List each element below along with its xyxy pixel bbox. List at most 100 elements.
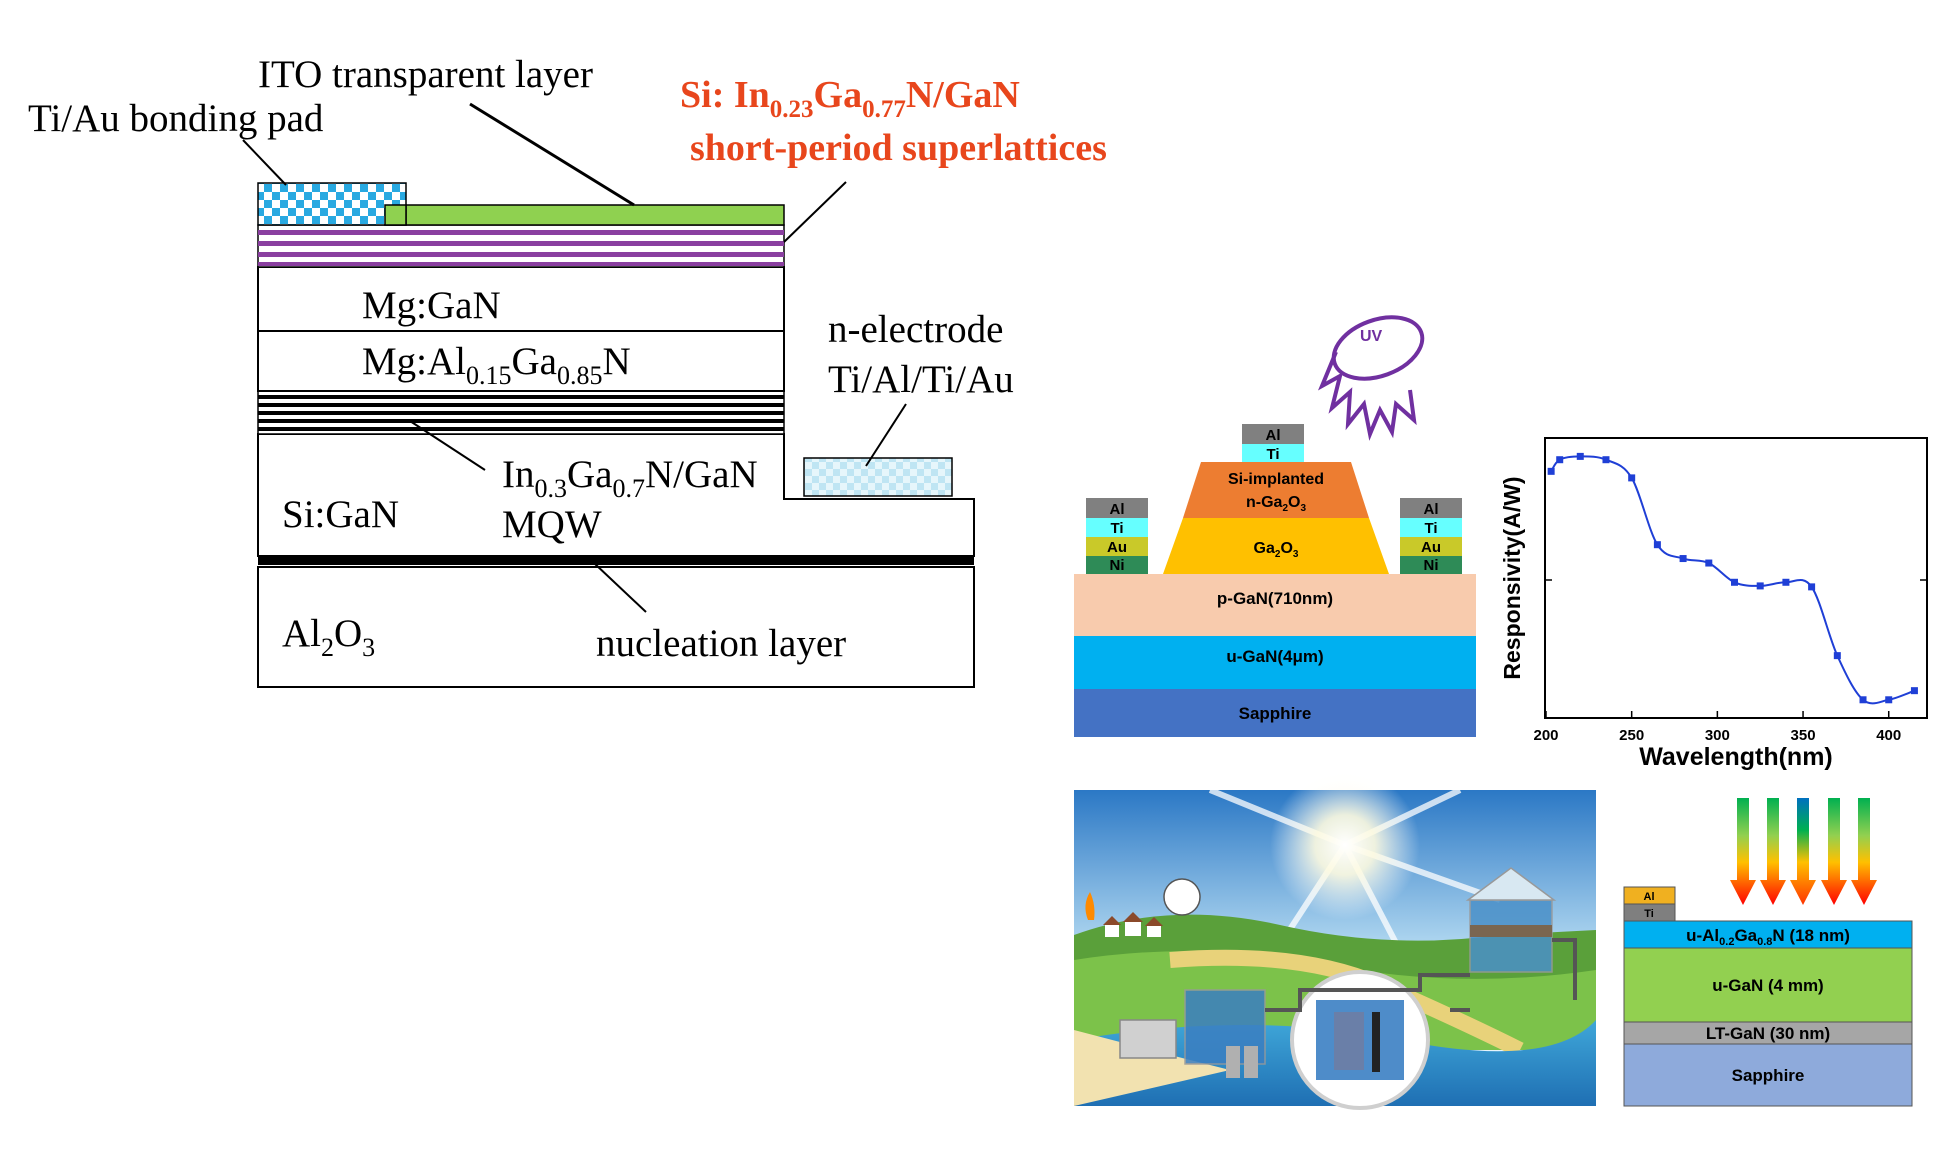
hemt-sapphire-label: Sapphire — [1732, 1066, 1805, 1085]
superlattice-stack — [257, 224, 785, 268]
hemt-barrier-layer — [1623, 920, 1913, 949]
mg-gan-label: Mg:GaN — [362, 284, 501, 327]
hemt-barrier-label: u-Al0.2Ga0.8N (18 nm) — [1686, 926, 1850, 948]
hemt-sapphire-layer — [1623, 1043, 1913, 1107]
magnifier-inset — [1290, 970, 1430, 1110]
pad-label: Ti/Au bonding pad — [28, 97, 324, 140]
ugan-layer — [1074, 636, 1476, 689]
hemt-ltgan-label: LT-GaN (30 nm) — [1706, 1024, 1830, 1043]
n-electrode-leader-line — [865, 403, 907, 467]
data-point — [1756, 582, 1764, 590]
data-point — [1731, 578, 1738, 586]
top-contact-ti-label: Ti — [1266, 446, 1279, 463]
x-tick-label: 350 — [1791, 727, 1816, 744]
tap-bubble — [1163, 878, 1201, 916]
al2o3-substrate-layer — [257, 566, 975, 688]
superlattice-label-line1: Si: In0.23Ga0.77N/GaN — [680, 74, 1020, 123]
torch-flame — [1085, 892, 1095, 920]
ito-leader-line — [469, 102, 635, 207]
left-contact-ti-label: Ti — [1110, 520, 1123, 537]
sapphire-layer — [1074, 689, 1476, 737]
electrolyzer-tank — [1119, 989, 1266, 1078]
data-point — [1628, 474, 1636, 482]
data-point — [1679, 555, 1687, 563]
responsivity-series-line — [1550, 455, 1915, 705]
ito-label: ITO transparent layer — [258, 53, 593, 96]
responsivity-series-points — [1547, 452, 1918, 704]
right-contact-ni-label: Ni — [1424, 557, 1439, 574]
sapphire-label: Sapphire — [1239, 704, 1312, 723]
solar-seawater-illustration — [1074, 770, 1596, 1110]
si-gan-label: Si:GaN — [282, 493, 399, 536]
right-contact-al-label: Al — [1424, 501, 1439, 518]
x-tick-label: 250 — [1619, 727, 1644, 744]
mg-algan-layer — [257, 330, 785, 392]
hemt-al-label: Al — [1644, 891, 1655, 903]
uv-label: UV — [1360, 328, 1383, 345]
pgan-layer — [1074, 574, 1476, 636]
right-contact-au-label: Au — [1421, 539, 1441, 556]
al2o3-label: Al2O3 — [282, 612, 375, 662]
left-contact-au-label: Au — [1107, 539, 1127, 556]
mg-gan-layer — [257, 266, 785, 332]
nucleation-label: nucleation layer — [596, 622, 846, 665]
pad-leader-line — [242, 139, 287, 186]
superlattice-leader-line — [783, 181, 847, 243]
ito-layer-over-pad — [384, 204, 407, 226]
top-contact-al-label: Al — [1266, 427, 1281, 444]
data-point — [1833, 652, 1841, 660]
superlattice-label-line2: short-period superlattices — [690, 127, 1107, 169]
photodetector-diagram: UV Sapphire u-GaN(4μm) p-GaN(710nm) Ga2O… — [1074, 315, 1476, 737]
hemt-ti-label: Ti — [1644, 908, 1654, 920]
data-point — [1808, 583, 1816, 591]
illustration-beach — [1074, 1030, 1230, 1106]
ga2o3-label: Ga2O3 — [1254, 540, 1299, 560]
nucleation-layer — [258, 556, 974, 565]
si-implanted-label: Si-implanted — [1228, 471, 1324, 488]
data-point — [1547, 467, 1555, 475]
chart-plot-frame — [1544, 437, 1928, 719]
chart-y-axis-label: Responsivity(A/W) — [1499, 476, 1525, 679]
nucleation-leader-line — [593, 562, 647, 613]
data-point — [1859, 696, 1867, 704]
uv-light-icon: UV — [1317, 315, 1425, 441]
ito-layer — [384, 204, 785, 226]
x-tick-label: 300 — [1705, 727, 1730, 744]
houses — [1103, 912, 1163, 937]
left-contact-al-label: Al — [1110, 501, 1125, 518]
mqw-label-line1: In0.3Ga0.7N/GaN — [502, 453, 758, 503]
n-electrode-label-line1: n-electrode — [828, 308, 1003, 351]
mqw-stack — [257, 390, 785, 435]
data-point — [1910, 687, 1918, 695]
si-implanted-ga2o3-layer — [1183, 462, 1369, 518]
ga2o3-layer — [1163, 518, 1389, 574]
data-point — [1556, 456, 1564, 464]
n-electrode-label-line2: Ti/Al/Ti/Au — [828, 358, 1014, 401]
ti-au-bonding-pad — [257, 182, 407, 226]
mg-algan-label: Mg:Al0.15Ga0.85N — [362, 340, 631, 390]
led-structure-diagram: ITO transparent layer Ti/Au bonding pad … — [28, 53, 1107, 688]
data-point — [1602, 456, 1610, 464]
right-contact-ti-label: Ti — [1424, 520, 1437, 537]
data-point — [1576, 452, 1584, 460]
sun — [1270, 770, 1420, 920]
storage-tank — [1465, 867, 1557, 973]
light-arrows — [1730, 798, 1877, 905]
ugan-label: u-GaN(4μm) — [1226, 647, 1323, 666]
algan-detector-diagram: Al Ti u-Al0.2Ga0.8N (18 nm) u-GaN (4 mm)… — [1623, 798, 1913, 1107]
data-point — [1705, 559, 1713, 567]
data-point — [1782, 578, 1790, 586]
left-contact: Al Ti Au Ni — [1086, 498, 1148, 574]
hemt-ugan-label: u-GaN (4 mm) — [1712, 976, 1823, 995]
chart-x-ticks: 200 250 300 350 400 — [1533, 711, 1901, 744]
data-point — [1885, 696, 1893, 704]
n-ga2o3-label: n-Ga2O3 — [1246, 494, 1306, 514]
pgan-label: p-GaN(710nm) — [1217, 589, 1333, 608]
x-tick-label: 400 — [1876, 727, 1901, 744]
data-point — [1653, 541, 1661, 549]
x-tick-label: 200 — [1533, 727, 1558, 744]
left-contact-ni-label: Ni — [1110, 557, 1125, 574]
right-contact: Al Ti Au Ni — [1400, 498, 1462, 574]
